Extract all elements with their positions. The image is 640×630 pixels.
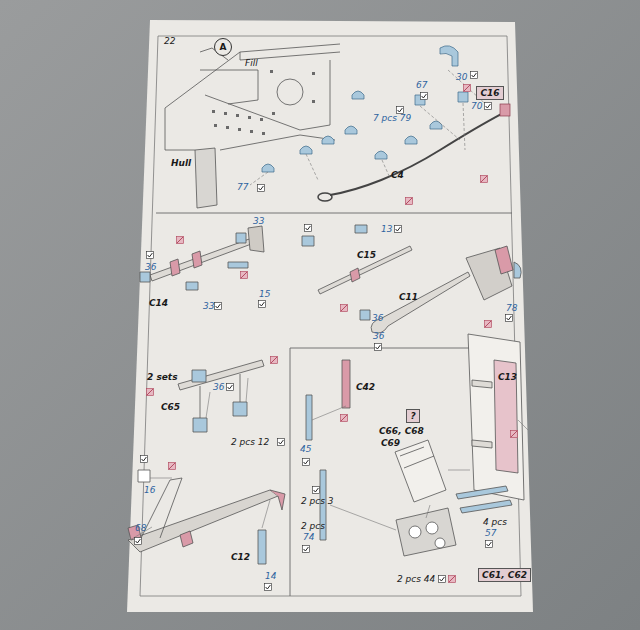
callout-number: 7 pcs 79 xyxy=(372,113,412,124)
part-code: C61, C62 xyxy=(482,570,527,580)
part-label: C66, C68 xyxy=(378,426,425,437)
part-label: C65 xyxy=(160,402,181,413)
callout-number: 36 xyxy=(371,313,384,324)
part-label: C11 xyxy=(398,292,419,303)
view-circle: A xyxy=(214,38,232,56)
callout-number: 74 xyxy=(302,532,315,543)
callout-number: 36 xyxy=(144,262,157,273)
callout-number: 30 xyxy=(455,72,468,83)
callout-number: 45 xyxy=(299,444,312,455)
callout-number: 13 xyxy=(380,224,393,235)
part-box: ? xyxy=(406,409,420,423)
callout-number: 2 pcs 3 xyxy=(300,496,335,507)
part-label: C4 xyxy=(390,170,405,181)
callout-number: 2 pcs 44 xyxy=(396,574,436,585)
part-label: 2 sets xyxy=(146,372,179,383)
callout-number: 70 xyxy=(470,101,483,112)
callout-number: 15 xyxy=(258,289,271,300)
callout-number: 33 xyxy=(252,216,265,227)
callout-number: 36 xyxy=(212,382,225,393)
callout-number: 4 pcs xyxy=(482,517,508,528)
callout-number: 33 xyxy=(202,301,215,312)
part-label: C13 xyxy=(497,372,518,383)
callout-number: 14 xyxy=(264,571,277,582)
part-label: C15 xyxy=(356,250,377,261)
callout-number: 78 xyxy=(505,303,518,314)
callout-number: 22 xyxy=(163,36,176,47)
part-code: ? xyxy=(410,411,415,421)
part-code: A xyxy=(220,42,227,52)
callout-number: 57 xyxy=(484,528,497,539)
callout-number: 67 xyxy=(415,80,428,91)
callout-number: 36 xyxy=(372,331,385,342)
callout-number: 68 xyxy=(134,523,147,534)
part-label: C12 xyxy=(230,552,251,563)
part-label: C14 xyxy=(148,298,169,309)
callout-number: 2 pcs xyxy=(300,521,326,532)
callout-number: 77 xyxy=(236,182,249,193)
callout-number: 16 xyxy=(143,485,156,496)
part-box: C61, C62 xyxy=(478,568,531,582)
part-label: C42 xyxy=(355,382,376,393)
part-code: C16 xyxy=(480,88,499,98)
part-label: C69 xyxy=(380,438,401,449)
callout-number: 2 pcs 12 xyxy=(230,437,270,448)
callout-number: Fill xyxy=(244,58,259,69)
part-label: Hull xyxy=(170,158,192,169)
part-box: C16 xyxy=(476,86,504,100)
